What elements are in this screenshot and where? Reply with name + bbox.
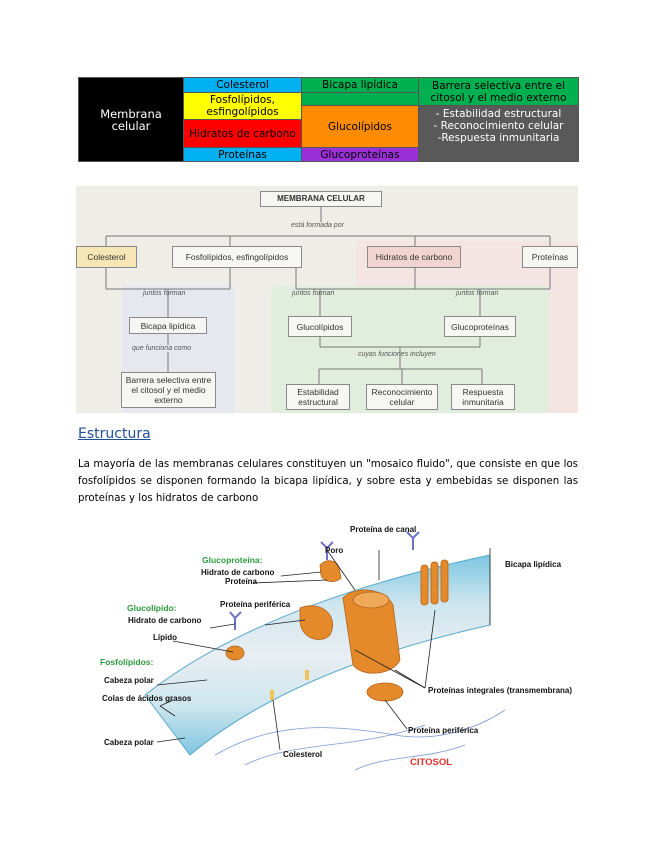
section-paragraph: La mayoría de las membranas celulares co… — [78, 459, 578, 504]
cell-barrera: Barrera selectiva entre el citosol y el … — [418, 77, 579, 106]
label-integrales: Proteínas integrales (transmembrana) — [428, 686, 573, 695]
label-cabeza-polar-2: Cabeza polar — [104, 738, 154, 747]
map-bicapa: Bicapa lipídica — [129, 317, 207, 334]
membrane-illustration — [144, 531, 506, 771]
label-cabeza-polar-1: Cabeza polar — [104, 676, 154, 685]
label-proteina: Proteína — [225, 577, 258, 586]
map-proteinas: Proteínas — [522, 246, 578, 268]
map-colesterol: Colesterol — [76, 246, 137, 268]
label-colesterol: Colesterol — [283, 750, 323, 759]
cell-colesterol: Colesterol — [183, 77, 302, 93]
map-respuesta: Respuesta inmunitaria — [451, 384, 515, 410]
label-colas: Colas de ácidos grasos — [102, 694, 192, 703]
map-functions-as: que funciona como — [132, 345, 192, 352]
cell-fosfolipidos: Fosfolípidos, esfingolípidos — [183, 92, 302, 120]
cell-bicapa: Bicapa lipídica — [301, 77, 419, 93]
label-bicapa: Bicapa lipídica — [505, 560, 562, 569]
concept-map: MEMBRANA CELULAR está formada por Colest… — [76, 186, 578, 413]
map-root: MEMBRANA CELULAR — [260, 191, 382, 207]
label-glucolipido: Glucolípido: — [127, 603, 177, 613]
label-lipido: Lípido — [153, 633, 177, 642]
map-together-2: juntos forman — [292, 290, 335, 297]
membrane-cell: Membrana celular — [78, 77, 184, 162]
map-together-1: juntos forman — [143, 290, 186, 297]
cell-proteinas: Proteínas — [183, 147, 302, 162]
summary-table: Membrana celular Colesterol Bicapa lipíd… — [78, 77, 579, 162]
cell-glucolipidos: Glucolípidos — [301, 105, 419, 148]
section-heading[interactable]: Estructura — [78, 426, 151, 442]
map-hidratos: Hidratos de carbono — [367, 246, 461, 268]
map-glucolipidos: Glucolípidos — [288, 316, 352, 337]
label-hidrato-1: Hidrato de carbono — [201, 568, 275, 577]
label-proteina-periferica-top: Proteína periférica — [220, 600, 291, 609]
membrane-diagram: Proteína de canal Poro Glucoproteína: Hi… — [95, 520, 573, 775]
label-citosol: CITOSOL — [410, 757, 453, 768]
map-formed-by: está formada por — [291, 222, 344, 229]
map-fosfolipidos: Fosfolípidos, esfingolípidos — [172, 246, 302, 268]
connector-lines — [105, 206, 551, 384]
map-together-3: juntos forman — [456, 290, 499, 297]
label-hidrato-2: Hidrato de carbono — [128, 616, 202, 625]
label-periferica-bottom: Proteína periférica — [408, 726, 479, 735]
cell-hidratos: Hidratos de carbono — [183, 119, 302, 148]
label-poro: Poro — [325, 546, 344, 555]
map-estabilidad: Estabilidad estructural — [286, 384, 350, 410]
map-functions-include: cuyas funciones incluyen — [358, 351, 436, 358]
label-glucoproteina: Glucoproteína: — [202, 555, 263, 565]
map-glucoproteinas: Glucoproteínas — [444, 316, 516, 337]
map-barrera: Barrera selectiva entre el citosol y el … — [121, 372, 216, 408]
map-reconocimiento: Reconocimiento celular — [366, 384, 438, 410]
cell-glucoproteinas: Glucoproteínas — [301, 147, 419, 162]
label-fosfolipidos: Fosfolípidos: — [100, 657, 154, 667]
cell-functions: - Estabilidad estructural - Reconocimien… — [418, 105, 579, 162]
label-proteina-canal: Proteína de canal — [350, 525, 417, 534]
